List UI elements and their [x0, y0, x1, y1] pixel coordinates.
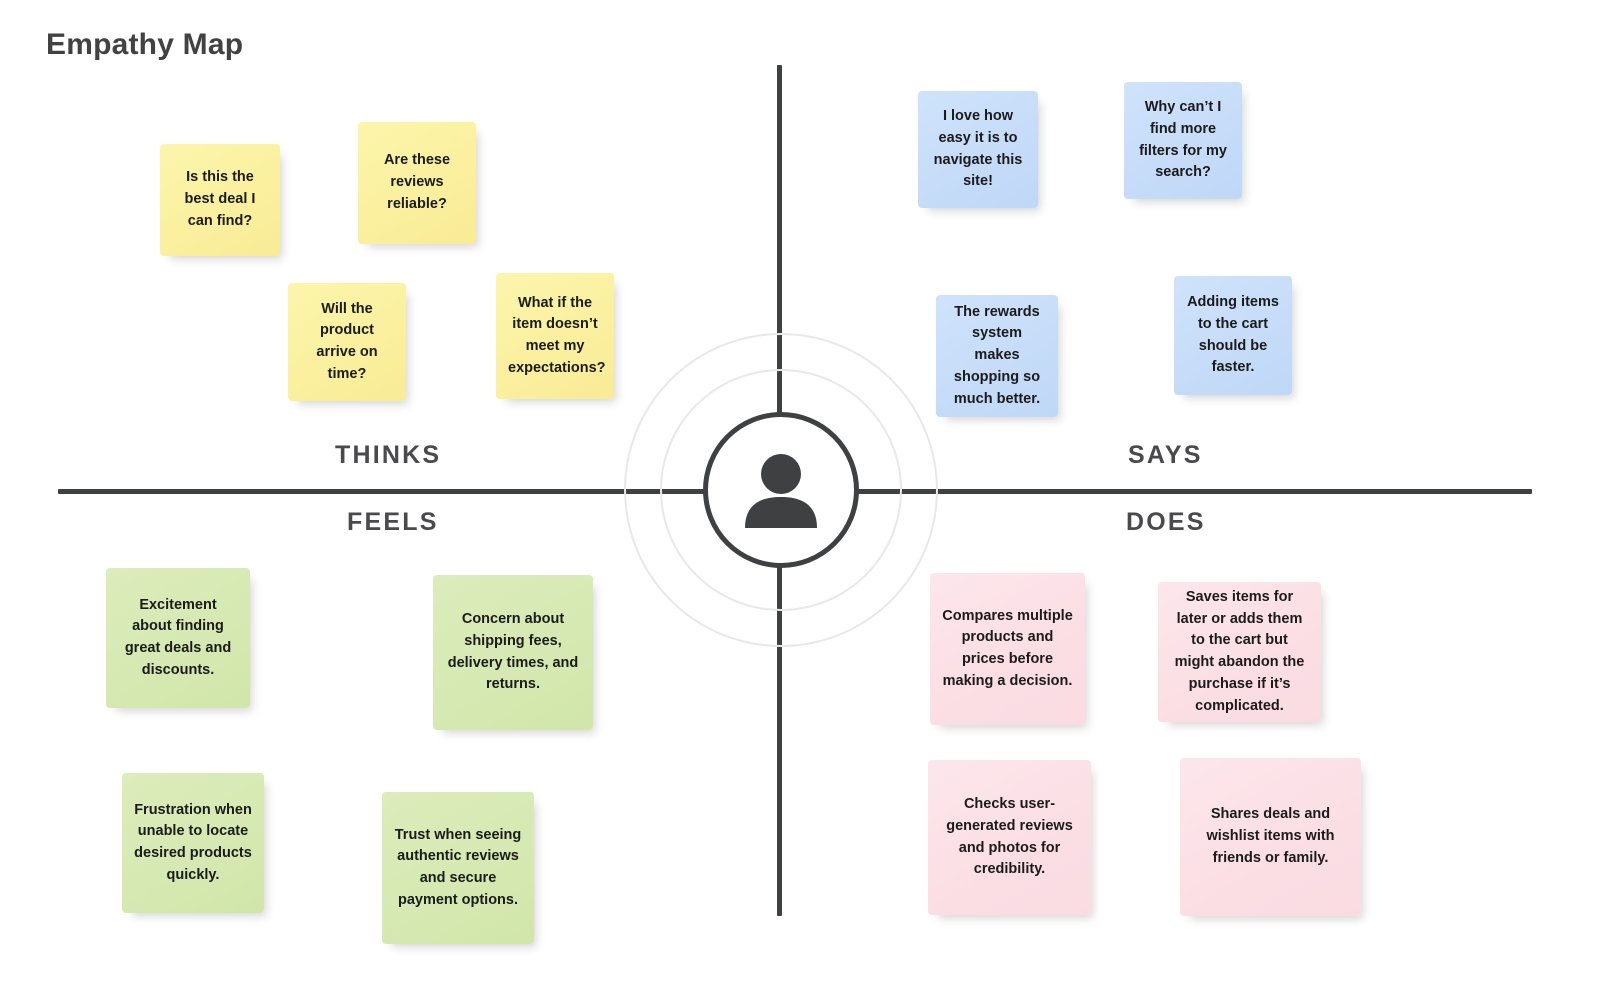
sticky-note-says[interactable]: Why can’t I find more filters for my sea… — [1124, 82, 1242, 199]
sticky-note-feels[interactable]: Concern about shipping fees, delivery ti… — [433, 575, 593, 730]
sticky-note-thinks[interactable]: Is this the best deal I can find? — [160, 144, 280, 256]
sticky-note-text: Trust when seeing authentic reviews and … — [394, 826, 522, 908]
sticky-note-thinks[interactable]: Are these reviews reliable? — [358, 122, 476, 244]
sticky-note-text: Checks user-generated reviews and photos… — [946, 796, 1073, 878]
sticky-note-text: Saves items for later or adds them to th… — [1174, 588, 1305, 714]
sticky-note-thinks[interactable]: Will the product arrive on time? — [288, 283, 406, 401]
sticky-note-text: Will the product arrive on time? — [316, 300, 378, 382]
sticky-note-text: Is this the best deal I can find? — [184, 169, 256, 229]
sticky-note-feels[interactable]: Trust when seeing authentic reviews and … — [382, 792, 534, 944]
page-title: Empathy Map — [46, 28, 244, 61]
quadrant-label-feels: FEELS — [347, 508, 439, 536]
person-icon — [703, 412, 859, 568]
sticky-note-text: I love how easy it is to navigate this s… — [933, 108, 1023, 190]
sticky-note-does[interactable]: Compares multiple products and prices be… — [930, 573, 1085, 725]
sticky-note-text: Concern about shipping fees, delivery ti… — [447, 611, 579, 693]
sticky-note-feels[interactable]: Frustration when unable to locate desire… — [122, 773, 264, 913]
sticky-note-says[interactable]: Adding items to the cart should be faste… — [1174, 276, 1292, 395]
sticky-note-text: Are these reviews reliable? — [383, 152, 451, 212]
center-ring-inner — [660, 369, 902, 611]
sticky-note-text: Compares multiple products and prices be… — [942, 607, 1073, 689]
sticky-note-text: Why can’t I find more filters for my sea… — [1139, 99, 1227, 181]
center-ring-outer — [624, 333, 938, 647]
sticky-note-says[interactable]: I love how easy it is to navigate this s… — [918, 91, 1038, 208]
quadrant-label-says: SAYS — [1128, 441, 1203, 469]
sticky-note-text: Adding items to the cart should be faste… — [1187, 294, 1279, 376]
sticky-note-does[interactable]: Checks user-generated reviews and photos… — [928, 760, 1091, 915]
sticky-note-text: Frustration when unable to locate desire… — [134, 801, 252, 883]
sticky-note-does[interactable]: Saves items for later or adds them to th… — [1158, 582, 1321, 722]
sticky-note-feels[interactable]: Excitement about finding great deals and… — [106, 568, 250, 708]
quadrant-label-does: DOES — [1126, 508, 1206, 536]
sticky-note-says[interactable]: The rewards system makes shopping so muc… — [936, 295, 1058, 417]
sticky-note-thinks[interactable]: What if the item doesn’t meet my expecta… — [496, 273, 614, 399]
sticky-note-text: What if the item doesn’t meet my expecta… — [508, 294, 606, 376]
sticky-note-text: Excitement about finding great deals and… — [124, 596, 232, 678]
quadrant-label-thinks: THINKS — [335, 441, 442, 469]
sticky-note-does[interactable]: Shares deals and wishlist items with fri… — [1180, 758, 1361, 916]
sticky-note-text: The rewards system makes shopping so muc… — [953, 303, 1041, 407]
sticky-note-text: Shares deals and wishlist items with fri… — [1206, 806, 1335, 866]
